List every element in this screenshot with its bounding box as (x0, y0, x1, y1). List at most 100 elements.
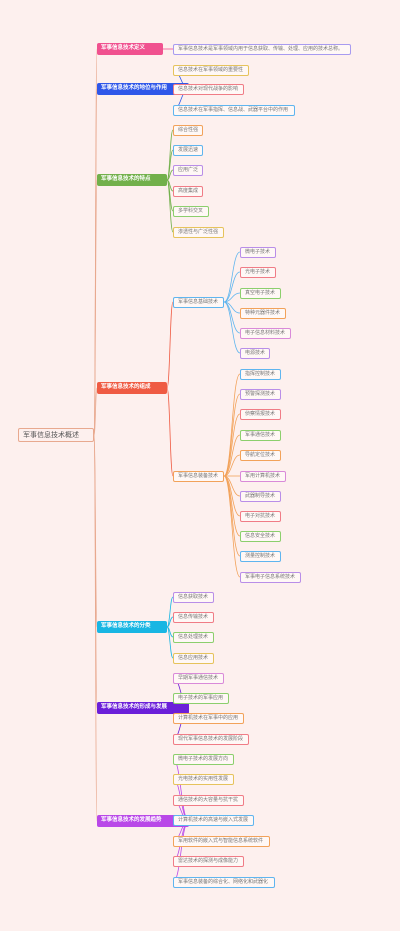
branch-node[interactable]: 军事信息技术的组成 (97, 382, 167, 394)
connector (172, 758, 190, 822)
subleaf-node-label: 光电子技术 (245, 268, 271, 275)
leaf-node[interactable]: 发展迅速 (173, 144, 203, 156)
branch-node[interactable]: 军事信息技术的形成与发展 (97, 702, 189, 714)
leaf-node[interactable]: 应用广泛 (173, 164, 203, 176)
leaf-node[interactable]: 通信技术的大容量与抗干扰 (173, 794, 244, 806)
branch-node[interactable]: 军事信息技术的分类 (97, 621, 167, 633)
leaf-node-label: 通信技术的大容量与抗干扰 (178, 796, 239, 803)
subleaf-node[interactable]: 电子对抗技术 (240, 510, 281, 522)
leaf-node[interactable]: 微电子技术的发展方向 (173, 753, 234, 765)
leaf-node-label: 发展迅速 (178, 146, 199, 153)
subleaf-node[interactable]: 电子信息材料技术 (240, 327, 291, 339)
leaf-node[interactable]: 电子技术的军事应用 (173, 692, 229, 704)
leaf-node[interactable]: 信息传输技术 (173, 611, 214, 623)
leaf-node[interactable]: 军事信息装备的综合化、网络化和武器化 (173, 876, 275, 888)
root-node[interactable]: 军事信息技术概述 (18, 428, 94, 442)
connector (223, 454, 241, 477)
connector (93, 179, 98, 436)
subleaf-node[interactable]: 武器制导技术 (240, 490, 281, 502)
leaf-node-label: 军事信息基础技术 (178, 298, 219, 305)
subleaf-node-label: 电源技术 (245, 349, 266, 356)
leaf-node[interactable]: 军事信息技术是军事领域内用于信息获取、传输、处理、应用的技术总称。 (173, 43, 351, 55)
subleaf-node-label: 特种元器件技术 (245, 309, 281, 316)
branch-node[interactable]: 军事信息技术的特点 (97, 174, 167, 186)
subleaf-node[interactable]: 侦察情报技术 (240, 408, 281, 420)
branch-node[interactable]: 军事信息技术定义 (97, 43, 163, 55)
leaf-node-label: 现代军事信息技术的发展阶段 (178, 735, 244, 742)
leaf-node-label: 微电子技术的发展方向 (178, 755, 229, 762)
leaf-node-label: 信息处理技术 (178, 633, 209, 640)
leaf-node[interactable]: 雷达技术的探测与成像能力 (173, 855, 244, 867)
subleaf-node[interactable]: 指挥控制技术 (240, 368, 281, 380)
subleaf-node[interactable]: 信息安全技术 (240, 530, 281, 542)
subleaf-node[interactable]: 导航定位技术 (240, 449, 281, 461)
connector (223, 271, 241, 303)
leaf-node[interactable]: 综合性强 (173, 124, 203, 136)
leaf-node[interactable]: 计算机技术的高速与嵌入式发展 (173, 814, 254, 826)
subleaf-node[interactable]: 光电子技术 (240, 266, 276, 278)
leaf-node-label: 雷达技术的探测与成像能力 (178, 857, 239, 864)
connector (166, 596, 174, 628)
subleaf-node[interactable]: 微电子技术 (240, 246, 276, 258)
subleaf-node[interactable]: 测量控制技术 (240, 550, 281, 562)
leaf-node[interactable]: 军事信息装备技术 (173, 470, 224, 482)
leaf-node[interactable]: 信息技术对现代战争的影响 (173, 83, 244, 95)
subleaf-node[interactable]: 军用计算机技术 (240, 470, 286, 482)
subleaf-node-label: 军用计算机技术 (245, 472, 281, 479)
subleaf-node-label: 指挥控制技术 (245, 370, 276, 377)
leaf-node[interactable]: 现代军事信息技术的发展阶段 (173, 733, 249, 745)
leaf-node-label: 军事信息技术是军事领域内用于信息获取、传输、处理、应用的技术总称。 (178, 45, 344, 52)
subleaf-node-label: 军事电子信息系统技术 (245, 573, 296, 580)
leaf-node[interactable]: 早期军事通信技术 (173, 672, 224, 684)
connector (223, 475, 241, 517)
subleaf-node-label: 武器制导技术 (245, 492, 276, 499)
connector (223, 373, 241, 477)
leaf-node[interactable]: 信息技术在军事指挥、信息战、武器平台中的作用 (173, 104, 295, 116)
subleaf-node-label: 测量控制技术 (245, 552, 276, 559)
subleaf-node-label: 电子对抗技术 (245, 512, 276, 519)
branch-node[interactable]: 军事信息技术的地位与作用 (97, 83, 189, 95)
leaf-node[interactable]: 计算机技术在军事中的应用 (173, 712, 244, 724)
leaf-node-label: 多学科交叉 (178, 207, 204, 214)
leaf-node[interactable]: 信息应用技术 (173, 652, 214, 664)
leaf-node[interactable]: 光电技术的实用性发展 (173, 773, 234, 785)
connector (93, 387, 98, 436)
subleaf-node-label: 导航定位技术 (245, 451, 276, 458)
branch-node-label: 军事信息技术的分类 (101, 623, 151, 630)
subleaf-node[interactable]: 真空电子技术 (240, 287, 281, 299)
connector (223, 292, 241, 303)
subleaf-node[interactable]: 军事通信技术 (240, 429, 281, 441)
leaf-node-label: 信息技术在军事指挥、信息战、武器平台中的作用 (178, 106, 289, 113)
branch-node[interactable]: 军事信息技术的发展趋势 (97, 815, 189, 827)
leaf-node-label: 早期军事通信技术 (178, 674, 219, 681)
subleaf-node[interactable]: 预警探测技术 (240, 388, 281, 400)
leaf-node[interactable]: 渗透性与广泛性强 (173, 226, 224, 238)
branch-node-label: 军事信息技术定义 (101, 45, 146, 52)
leaf-node-label: 渗透性与广泛性强 (178, 228, 219, 235)
leaf-node[interactable]: 信息处理技术 (173, 631, 214, 643)
leaf-node-label: 信息技术对现代战争的影响 (178, 85, 239, 92)
connector (223, 434, 241, 477)
branch-node-label: 军事信息技术的形成与发展 (101, 704, 168, 711)
leaf-node-label: 计算机技术的高速与嵌入式发展 (178, 816, 249, 823)
subleaf-node[interactable]: 电源技术 (240, 347, 270, 359)
leaf-node[interactable]: 军事信息基础技术 (173, 296, 224, 308)
subleaf-node[interactable]: 特种元器件技术 (240, 307, 286, 319)
leaf-node-label: 信息获取技术 (178, 593, 209, 600)
leaf-node[interactable]: 信息获取技术 (173, 591, 214, 603)
connector (223, 475, 241, 557)
subleaf-node[interactable]: 军事电子信息系统技术 (240, 571, 301, 583)
connector (223, 413, 241, 477)
leaf-node-label: 军用软件的嵌入式与智能信息系统软件 (178, 837, 264, 844)
connector (166, 301, 174, 389)
leaf-node[interactable]: 军用软件的嵌入式与智能信息系统软件 (173, 835, 270, 847)
leaf-node-label: 光电技术的实用性发展 (178, 775, 229, 782)
branch-node-label: 军事信息技术的特点 (101, 176, 151, 183)
leaf-node[interactable]: 信息技术在军事领域的重要性 (173, 64, 249, 76)
connector (166, 169, 174, 181)
connector (166, 179, 174, 233)
leaf-node[interactable]: 多学科交叉 (173, 205, 209, 217)
leaf-node[interactable]: 高度集成 (173, 185, 203, 197)
leaf-node-label: 计算机技术在军事中的应用 (178, 714, 239, 721)
